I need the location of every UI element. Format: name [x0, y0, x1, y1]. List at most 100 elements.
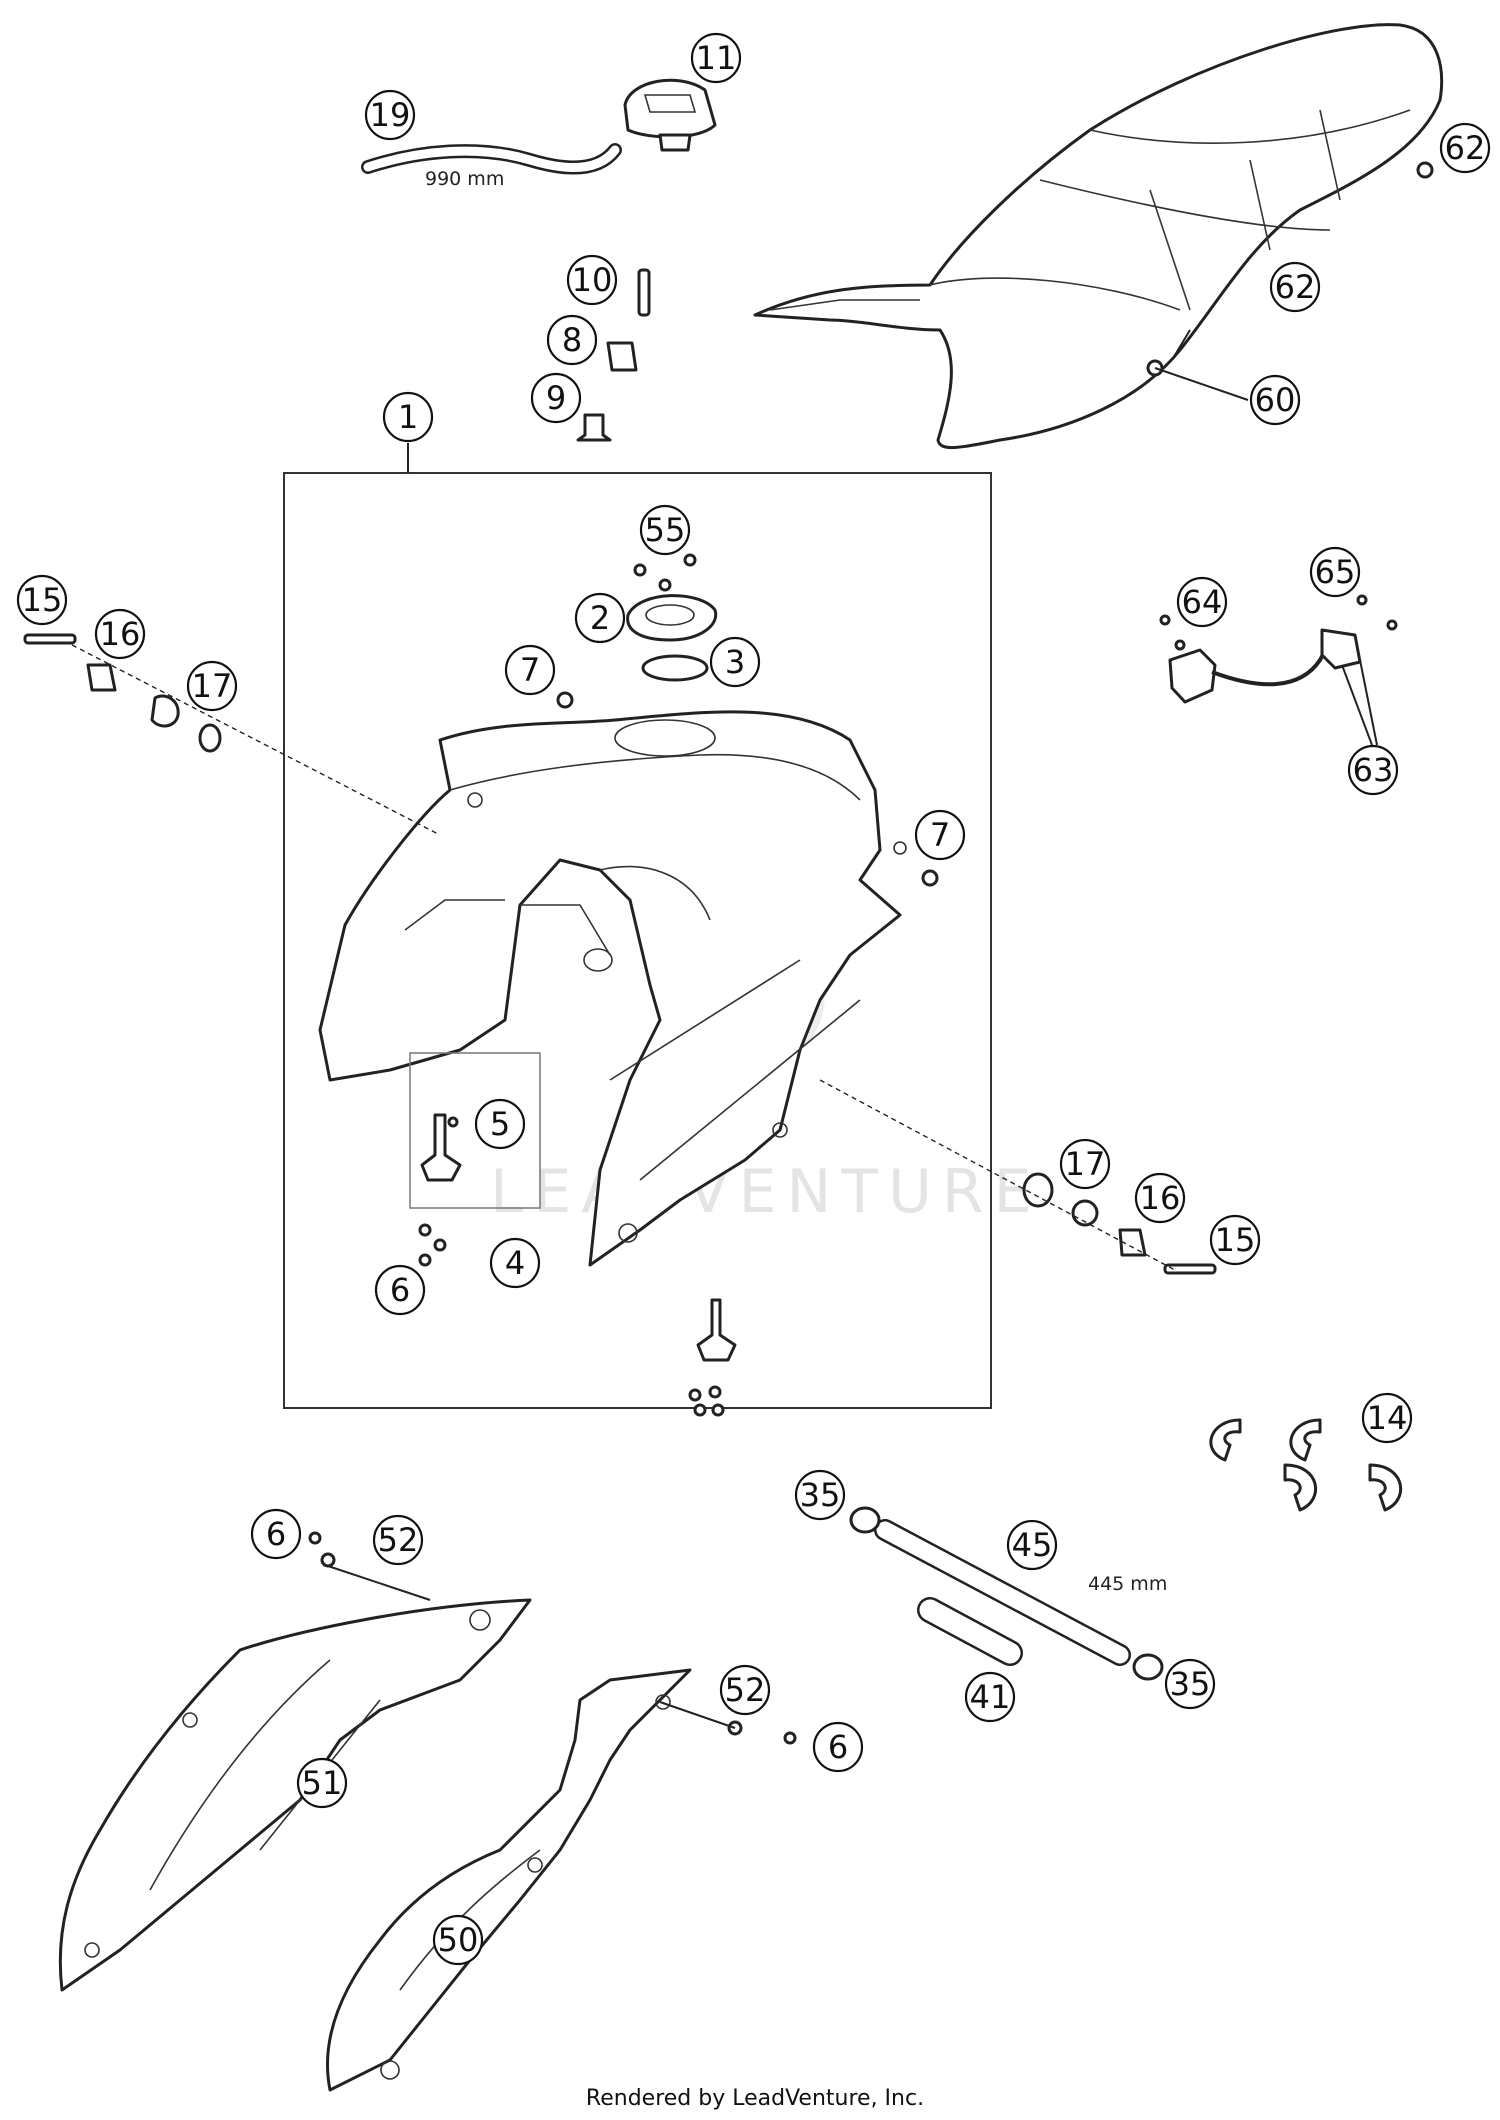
- side-cover-51[interactable]: [58, 1598, 532, 1992]
- screw-6-52-right[interactable]: [659, 1701, 797, 1745]
- callout-3: 3: [709, 636, 761, 688]
- callout-4: 4: [489, 1237, 541, 1289]
- svg-text:3: 3: [725, 643, 745, 681]
- callouts: 1 2 3 4 5 6 6 6 7 7 8 9 10 11 14 15 15 1…: [16, 32, 1491, 1966]
- callout-6a: 6: [374, 1264, 426, 1316]
- callout-41: 41: [964, 1671, 1016, 1723]
- callout-51: 51: [296, 1757, 348, 1809]
- svg-text:65: 65: [1315, 553, 1356, 591]
- svg-text:2: 2: [590, 599, 610, 637]
- svg-text:7: 7: [930, 816, 950, 854]
- screws-55[interactable]: [633, 553, 697, 592]
- svg-text:5: 5: [490, 1105, 510, 1143]
- hose-19-length: 990 mm: [425, 168, 504, 190]
- callout-45: 45: [1006, 1519, 1058, 1571]
- callout-64: 64: [1176, 576, 1228, 628]
- callout-17b: 17: [1059, 1138, 1111, 1190]
- svg-text:63: 63: [1353, 751, 1394, 789]
- svg-text:7: 7: [520, 651, 540, 689]
- side-cover-50[interactable]: [325, 1668, 692, 2092]
- callout-11: 11: [690, 32, 742, 84]
- svg-text:19: 19: [370, 96, 411, 134]
- svg-text:35: 35: [1170, 1665, 1211, 1703]
- right-mount-hardware[interactable]: [1022, 1172, 1217, 1275]
- callout-7a: 7: [504, 644, 556, 696]
- callout-15b: 15: [1209, 1214, 1261, 1266]
- callout-6c: 6: [812, 1721, 864, 1773]
- svg-text:60: 60: [1255, 381, 1296, 419]
- callout-17a: 17: [186, 660, 238, 712]
- callout-9: 9: [530, 372, 582, 424]
- callout-63: 63: [1347, 744, 1399, 796]
- svg-text:50: 50: [438, 1921, 479, 1959]
- callout-16a: 16: [94, 608, 146, 660]
- clamp-35b[interactable]: [1132, 1653, 1164, 1681]
- svg-text:62: 62: [1275, 268, 1316, 306]
- screw-6-52-left[interactable]: [308, 1531, 431, 1601]
- svg-text:15: 15: [1215, 1221, 1256, 1259]
- nut-7a[interactable]: [556, 691, 574, 709]
- svg-text:14: 14: [1367, 1399, 1408, 1437]
- svg-text:17: 17: [1065, 1145, 1106, 1183]
- svg-text:35: 35: [800, 1476, 841, 1514]
- o-ring[interactable]: [641, 654, 709, 682]
- bushing-8[interactable]: [606, 341, 638, 372]
- callout-6b: 6: [250, 1508, 302, 1560]
- seat-lock-cable[interactable]: [1159, 594, 1398, 746]
- valve-lower[interactable]: [688, 1298, 737, 1417]
- svg-text:6: 6: [390, 1271, 410, 1309]
- svg-text:8: 8: [562, 321, 582, 359]
- leader-60: [1154, 367, 1249, 401]
- callout-55: 55: [639, 504, 691, 556]
- svg-text:16: 16: [1140, 1179, 1181, 1217]
- bolt-10[interactable]: [637, 268, 651, 317]
- callout-14: 14: [1361, 1392, 1413, 1444]
- callout-35b: 35: [1164, 1658, 1216, 1710]
- svg-text:9: 9: [546, 379, 566, 417]
- callout-1: 1: [382, 391, 434, 443]
- svg-text:4: 4: [505, 1244, 525, 1282]
- clamp-35a[interactable]: [849, 1506, 881, 1534]
- watermark-text: LEADVENTURE: [490, 1157, 1042, 1227]
- svg-text:6: 6: [828, 1728, 848, 1766]
- svg-text:52: 52: [378, 1521, 419, 1559]
- seat[interactable]: [753, 23, 1444, 450]
- svg-text:1: 1: [398, 398, 418, 436]
- svg-text:45: 45: [1012, 1526, 1053, 1564]
- pump-flange[interactable]: [626, 594, 718, 642]
- screws-6[interactable]: [418, 1223, 447, 1267]
- callout-19: 19: [364, 89, 416, 141]
- left-mount-hardware[interactable]: [23, 633, 222, 753]
- callout-50: 50: [432, 1914, 484, 1966]
- nut-7b[interactable]: [921, 869, 939, 887]
- hose-45-length: 445 mm: [1088, 1573, 1167, 1595]
- svg-text:51: 51: [302, 1764, 343, 1802]
- callout-16b: 16: [1134, 1172, 1186, 1224]
- fuel-tank-assembly-box: [283, 472, 992, 1409]
- breather-valve-5[interactable]: [420, 1113, 462, 1182]
- svg-text:41: 41: [970, 1678, 1011, 1716]
- callout-52a: 52: [372, 1514, 424, 1566]
- svg-text:16: 16: [100, 615, 141, 653]
- svg-text:11: 11: [696, 39, 737, 77]
- svg-text:55: 55: [645, 511, 686, 549]
- sleeve-9[interactable]: [576, 413, 612, 442]
- left-mount-axis: [71, 644, 441, 836]
- callout-52b: 52: [719, 1664, 771, 1716]
- svg-text:62: 62: [1445, 129, 1486, 167]
- callout-62b: 62: [1269, 261, 1321, 313]
- fuel-cap[interactable]: [623, 78, 717, 152]
- svg-text:15: 15: [22, 581, 63, 619]
- svg-text:52: 52: [725, 1671, 766, 1709]
- svg-text:64: 64: [1182, 583, 1223, 621]
- callout-65: 65: [1309, 546, 1361, 598]
- callout-62a: 62: [1439, 122, 1491, 174]
- callout-8: 8: [546, 314, 598, 366]
- callout-10: 10: [566, 254, 618, 306]
- fuel-tank[interactable]: [318, 710, 907, 1267]
- callout-2: 2: [574, 592, 626, 644]
- clips-14[interactable]: [1209, 1418, 1403, 1512]
- leader-62b: [1174, 329, 1191, 356]
- callout-35a: 35: [794, 1469, 846, 1521]
